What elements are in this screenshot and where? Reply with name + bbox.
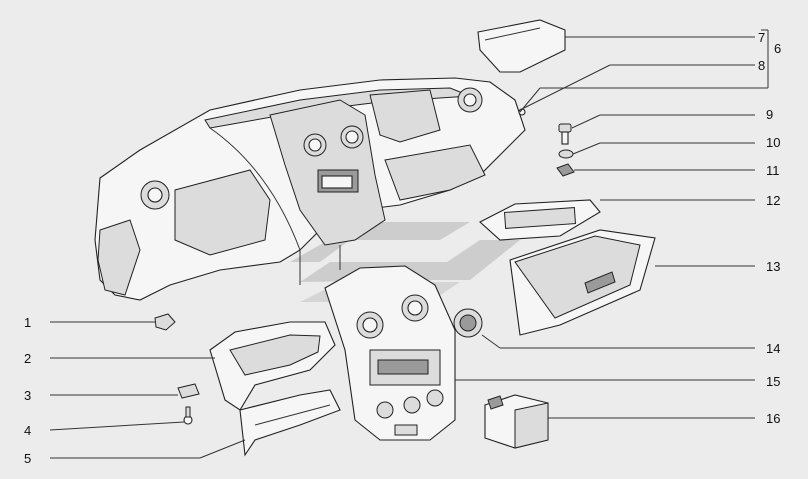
callout-labels: 7 6 8 9 10 11 12 13 14 15 16 1 2 3 4 5 — [24, 30, 781, 466]
callout-6: 6 — [774, 41, 781, 56]
part-3-bracket — [177, 383, 200, 399]
callout-5: 5 — [24, 451, 31, 466]
part-1-clip — [154, 313, 176, 331]
dashboard-panel — [94, 77, 526, 301]
callout-3: 3 — [24, 388, 31, 403]
callout-8: 8 — [758, 58, 765, 73]
callout-9: 9 — [766, 107, 773, 122]
part-10-washer — [558, 149, 574, 159]
part-5-lower-trim — [239, 389, 341, 457]
part-4-screw — [183, 406, 193, 425]
callout-16: 16 — [766, 411, 780, 426]
part-13-glove-box — [509, 229, 656, 336]
part-9-screw — [558, 123, 572, 145]
part-15-center-console — [324, 265, 456, 441]
callout-14: 14 — [766, 341, 780, 356]
callout-12: 12 — [766, 193, 780, 208]
callout-13: 13 — [766, 259, 780, 274]
part-16-storage-box — [484, 394, 549, 449]
part-11-clip — [556, 163, 575, 177]
callout-10: 10 — [766, 135, 780, 150]
callout-4: 4 — [24, 423, 31, 438]
callout-7: 7 — [758, 30, 765, 45]
callout-2: 2 — [24, 351, 31, 366]
callout-1: 1 — [24, 315, 31, 330]
part-2-instrument-hood — [209, 321, 336, 411]
part-14-knob — [453, 308, 483, 338]
callout-11: 11 — [766, 163, 780, 178]
callout-15: 15 — [766, 374, 780, 389]
part-12-switch-panel — [479, 199, 601, 241]
leader-lines — [49, 29, 769, 459]
part-7-top-cover — [477, 19, 566, 73]
